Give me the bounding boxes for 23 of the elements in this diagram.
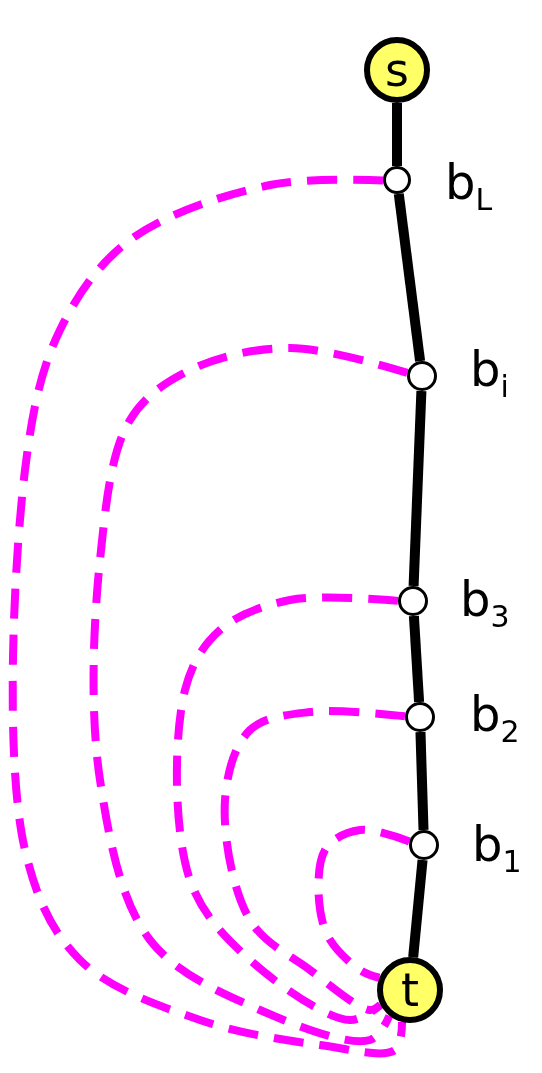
path-line	[393, 193, 426, 362]
path-line	[408, 615, 425, 703]
point-circle	[407, 361, 437, 391]
point-circle	[405, 702, 435, 732]
point-label: b$_{1}$	[472, 820, 522, 877]
dashed-connector	[89, 344, 409, 1045]
dashed-connector	[314, 825, 411, 982]
point-circle	[398, 586, 428, 616]
point-label: b$_{3}$	[460, 575, 510, 632]
point-label: b$_{2}$	[470, 690, 520, 747]
vertex-label: s	[385, 47, 409, 93]
dashed-connector	[220, 707, 406, 1014]
path-line	[408, 390, 427, 587]
path-line	[392, 103, 402, 166]
path-line	[415, 731, 429, 831]
path-line	[408, 859, 428, 958]
point-circle	[409, 830, 439, 860]
point-circle	[383, 166, 411, 194]
dashed-connector	[172, 593, 399, 1024]
vertex-label: t	[400, 967, 419, 1013]
point-label: b$_{i}$	[470, 345, 509, 402]
dashed-connector	[8, 175, 406, 1058]
point-label: b$_{L}$	[445, 158, 493, 215]
